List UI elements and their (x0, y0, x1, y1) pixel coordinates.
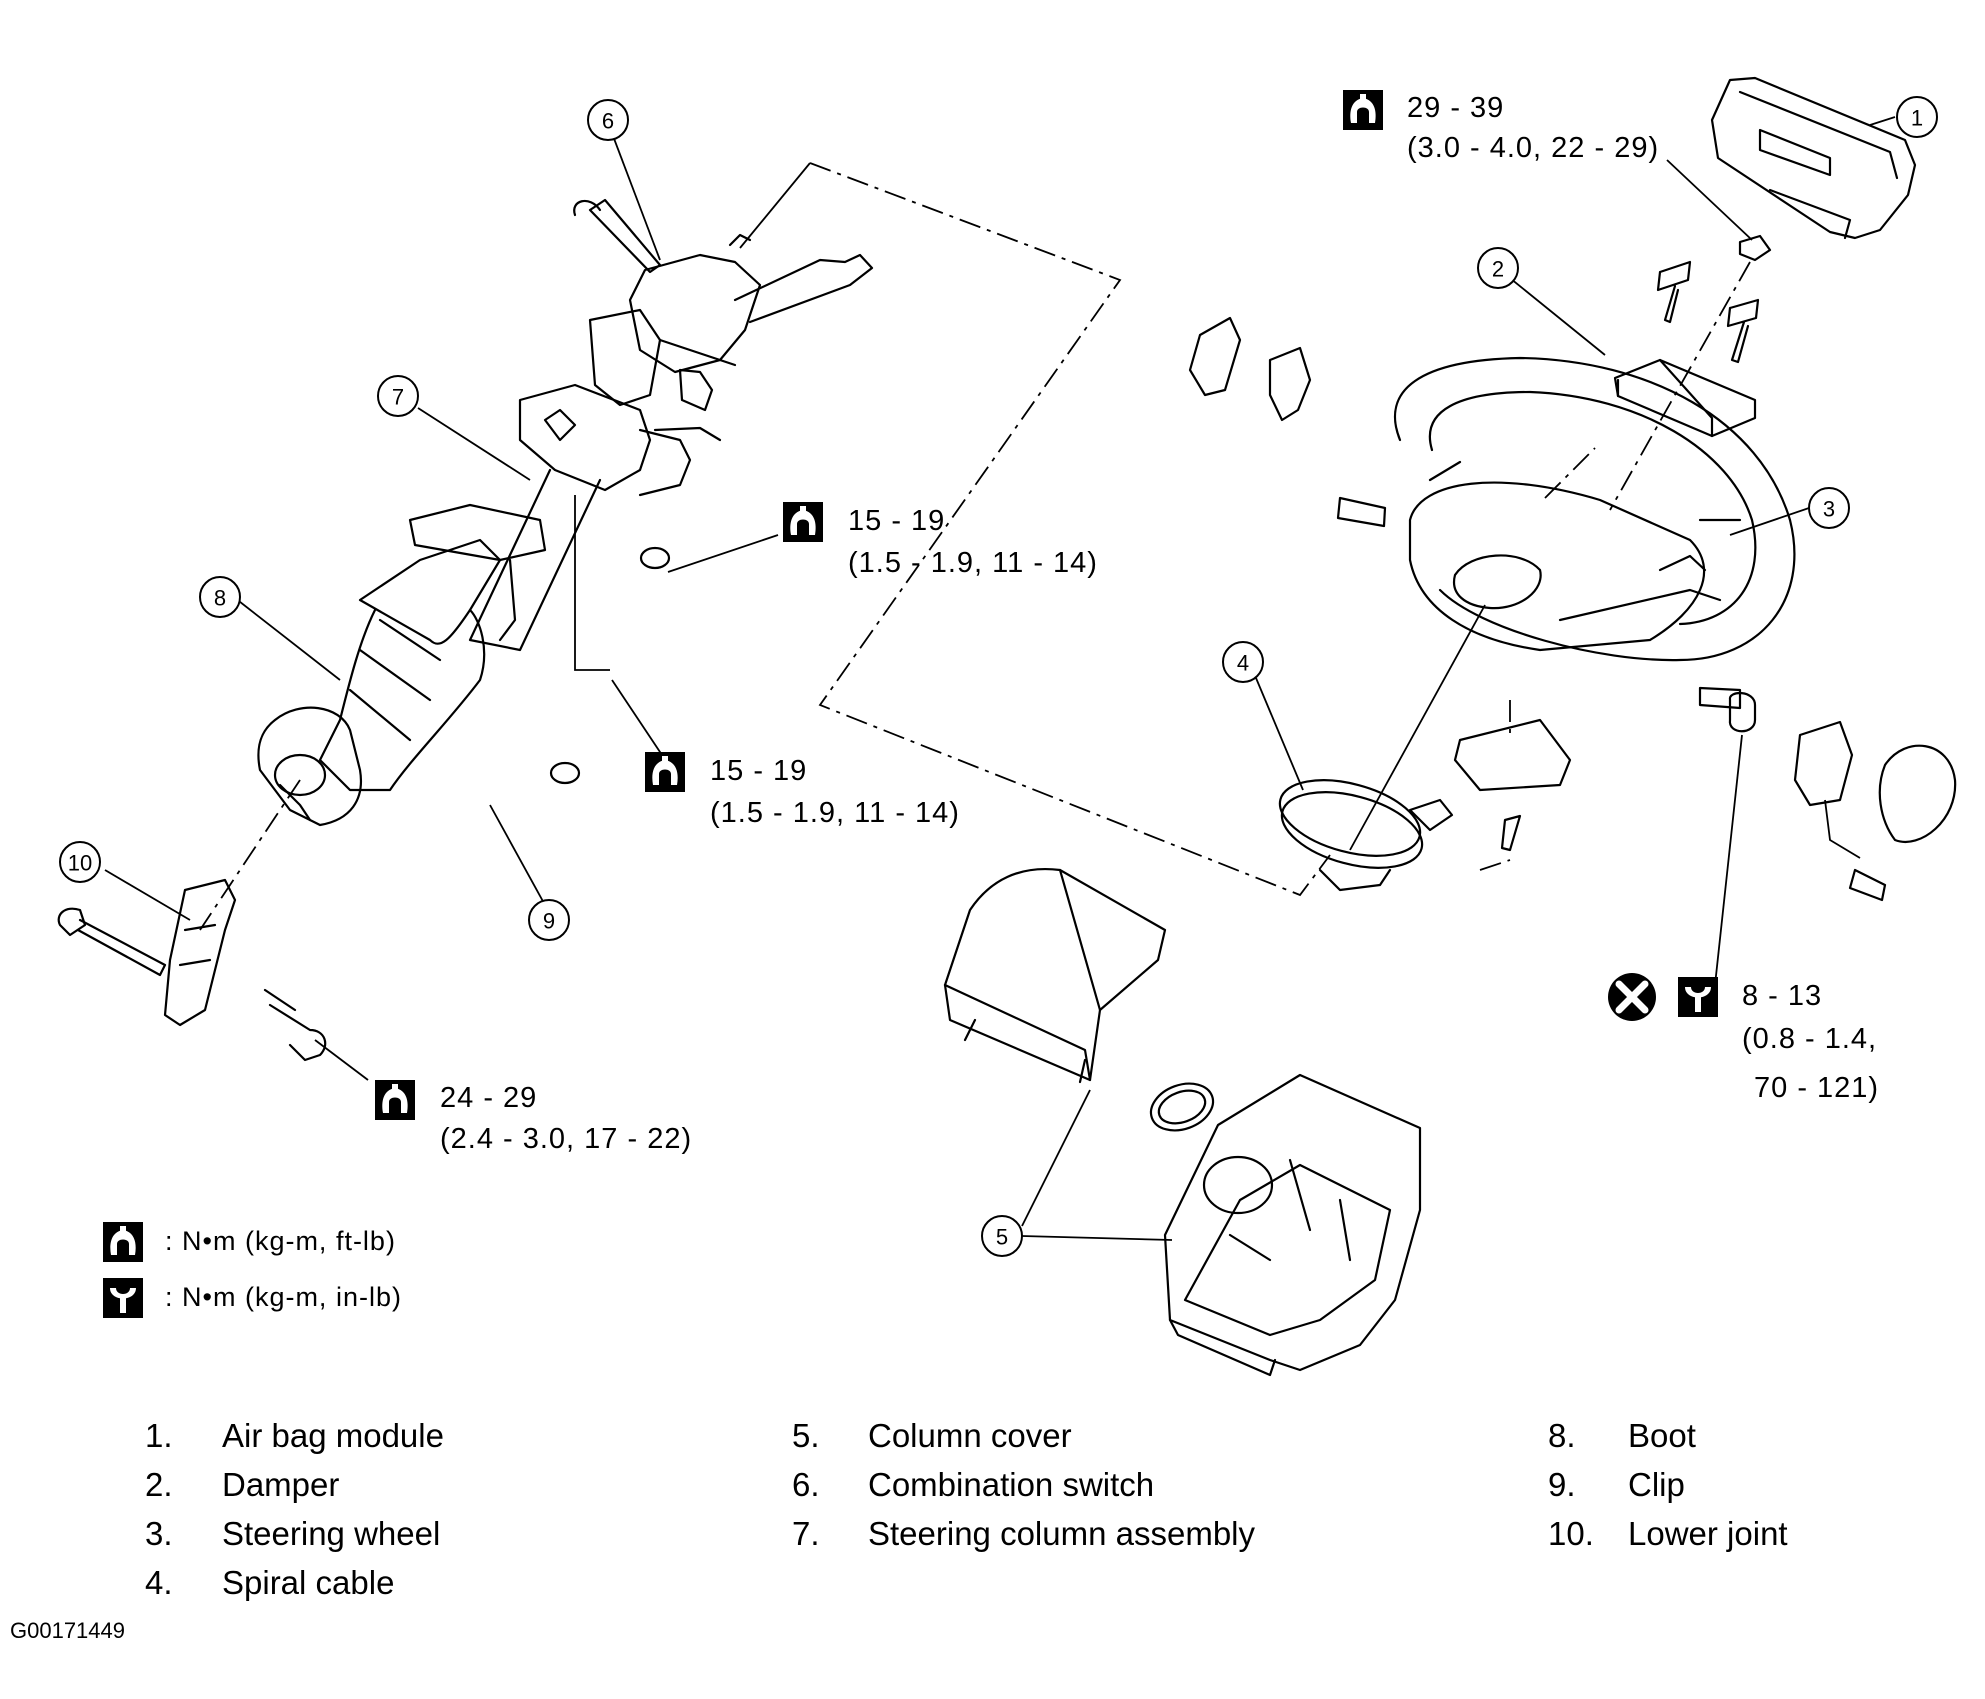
boot-drawing (257, 538, 581, 827)
svg-text:9.: 9. (1548, 1466, 1576, 1503)
torque-wrench-ftlb-icon (375, 1080, 415, 1120)
svg-text:Spiral cable: Spiral cable (222, 1564, 394, 1601)
torque-spec-column-upper: 15 - 19 (1.5 - 1.9, 11 - 14) (783, 502, 1098, 579)
callout-3: 3 (1808, 487, 1850, 529)
steering-column-drawing (408, 383, 722, 671)
svg-text:4: 4 (1237, 651, 1249, 676)
parts-item: 4. Spiral cable (145, 1564, 394, 1601)
svg-text:15 - 19: 15 - 19 (710, 755, 807, 787)
callout-4: 4 (1222, 641, 1264, 683)
svg-text:Steering column assembly: Steering column assembly (868, 1515, 1256, 1552)
lower-joint-drawing (57, 779, 327, 1062)
torque-spec-column-lower: 15 - 19 (1.5 - 1.9, 11 - 14) (645, 752, 960, 829)
svg-text:70 - 121): 70 - 121) (1754, 1072, 1879, 1104)
svg-text:Air bag module: Air bag module (222, 1417, 444, 1454)
torque-wrench-ftlb-icon (645, 752, 685, 792)
svg-text:(2.4 - 3.0, 17 - 22): (2.4 - 3.0, 17 - 22) (440, 1123, 692, 1155)
svg-text:8 - 13: 8 - 13 (1742, 980, 1822, 1012)
svg-text:Boot: Boot (1628, 1417, 1696, 1454)
torque-wrench-inlb-icon (103, 1278, 143, 1318)
callout-7: 7 (377, 375, 419, 417)
svg-text:3.: 3. (145, 1515, 173, 1552)
callout-8: 8 (199, 576, 241, 618)
svg-text:10.: 10. (1548, 1515, 1594, 1552)
callout-5: 5 (981, 1215, 1023, 1257)
svg-text:7.: 7. (792, 1515, 820, 1552)
leader-lines (104, 116, 1896, 1241)
svg-text:9: 9 (543, 909, 555, 934)
torque-spec-airbag: 29 - 39 (3.0 - 4.0, 22 - 29) (1343, 90, 1659, 164)
svg-text:: N•m (kg-m, ft-lb): : N•m (kg-m, ft-lb) (165, 1226, 396, 1256)
parts-item: 2. Damper (145, 1466, 339, 1503)
svg-text:3: 3 (1823, 497, 1835, 522)
svg-text:Damper: Damper (222, 1466, 339, 1503)
svg-text:: N•m (kg-m, in-lb): : N•m (kg-m, in-lb) (165, 1282, 402, 1312)
callout-10: 10 (59, 841, 101, 883)
svg-text:5.: 5. (792, 1417, 820, 1454)
legend-row-ftlb: : N•m (kg-m, ft-lb) (103, 1222, 396, 1262)
parts-list: 1. Air bag module 2. Damper 3. Steering … (145, 1417, 1788, 1601)
combination-switch-drawing (573, 198, 874, 412)
svg-text:Column cover: Column cover (868, 1417, 1072, 1454)
parts-item: 3. Steering wheel (145, 1515, 440, 1552)
svg-text:29 - 39: 29 - 39 (1407, 92, 1504, 124)
torque-wrench-inlb-icon (1678, 977, 1718, 1017)
parts-item: 1. Air bag module (145, 1417, 444, 1454)
svg-text:4.: 4. (145, 1564, 173, 1601)
svg-text:Lower joint: Lower joint (1628, 1515, 1788, 1552)
svg-text:2: 2 (1492, 257, 1504, 282)
parts-item: 8. Boot (1548, 1417, 1696, 1454)
torque-wrench-ftlb-icon (1343, 90, 1383, 130)
svg-text:10: 10 (68, 851, 92, 876)
callout-9: 9 (528, 899, 570, 941)
torque-spec-lower-joint: 24 - 29 (2.4 - 3.0, 17 - 22) (375, 1080, 692, 1155)
legend-row-inlb: : N•m (kg-m, in-lb) (103, 1278, 402, 1318)
svg-text:6: 6 (602, 109, 614, 134)
callout-6: 6 (587, 99, 629, 141)
parts-item: 9. Clip (1548, 1466, 1685, 1503)
svg-text:2.: 2. (145, 1466, 173, 1503)
svg-text:(1.5 - 1.9, 11 - 14): (1.5 - 1.9, 11 - 14) (848, 547, 1098, 579)
svg-text:8.: 8. (1548, 1417, 1576, 1454)
svg-text:(3.0 - 4.0, 22 - 29): (3.0 - 4.0, 22 - 29) (1407, 132, 1659, 164)
column-cover-drawing (943, 868, 1422, 1377)
svg-text:5: 5 (996, 1225, 1008, 1250)
air-bag-module-drawing (1710, 76, 1917, 240)
svg-text:Steering wheel: Steering wheel (222, 1515, 440, 1552)
svg-text:24 - 29: 24 - 29 (440, 1082, 537, 1114)
do-not-reuse-icon (1608, 973, 1656, 1021)
steering-wheel-drawing (1188, 316, 1957, 902)
svg-text:15 - 19: 15 - 19 (848, 505, 945, 537)
spiral-cable-drawing (1278, 779, 1522, 892)
torque-wrench-ftlb-icon (783, 502, 823, 542)
svg-text:1: 1 (1911, 106, 1923, 131)
torque-wrench-ftlb-icon (103, 1222, 143, 1262)
svg-text:1.: 1. (145, 1417, 173, 1454)
parts-item: 6. Combination switch (792, 1466, 1154, 1503)
svg-text:Combination switch: Combination switch (868, 1466, 1154, 1503)
torque-legend: : N•m (kg-m, ft-lb) : N•m (kg-m, in-lb) (103, 1222, 402, 1318)
svg-text:7: 7 (392, 385, 404, 410)
svg-text:Clip: Clip (1628, 1466, 1685, 1503)
svg-text:8: 8 (214, 586, 226, 611)
damper-drawing (1609, 234, 1772, 511)
parts-item: 7. Steering column assembly (792, 1515, 1256, 1552)
callout-2: 2 (1477, 247, 1519, 289)
svg-text:6.: 6. (792, 1466, 820, 1503)
torque-spec-wheel-bolt: 8 - 13 (0.8 - 1.4, 70 - 121) (1608, 973, 1879, 1104)
figure-code: G00171449 (10, 1618, 125, 1643)
svg-text:(0.8 - 1.4,: (0.8 - 1.4, (1742, 1023, 1877, 1055)
parts-item: 10. Lower joint (1548, 1515, 1788, 1552)
callout-1: 1 (1896, 96, 1938, 138)
svg-text:(1.5 - 1.9, 11 - 14): (1.5 - 1.9, 11 - 14) (710, 797, 960, 829)
parts-item: 5. Column cover (792, 1417, 1072, 1454)
